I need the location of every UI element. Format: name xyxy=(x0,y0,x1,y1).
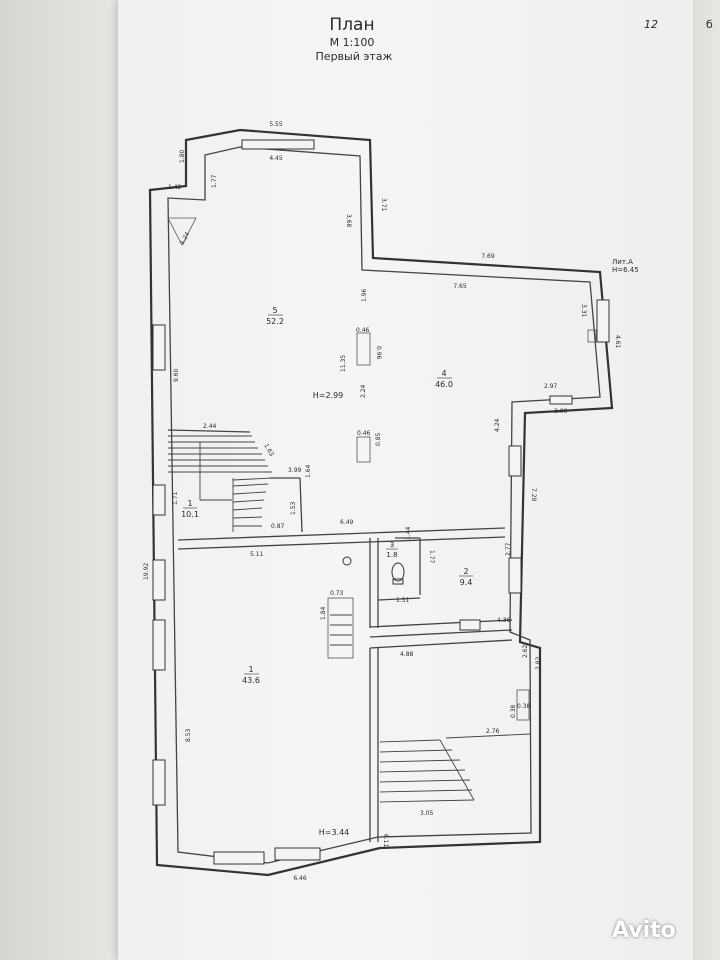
plan-scale: М 1:100 xyxy=(330,36,375,49)
dimension: 4.24 xyxy=(494,418,501,432)
dimension: 1.96 xyxy=(361,288,368,302)
dimension: 2.24 xyxy=(360,384,367,398)
dimension: 3.71 xyxy=(380,198,387,212)
dimension: 0.46 xyxy=(356,327,370,334)
dimension: 6.49 xyxy=(340,519,354,526)
dimension-labels: 5.55 4.45 1.80 1.42 1.77 1.24 3.71 3.68 … xyxy=(143,121,621,882)
dimension: 0.87 xyxy=(271,523,285,530)
dimension: 0.96 xyxy=(375,346,382,360)
room-number: 2 xyxy=(463,567,468,576)
dimension: 2.77 xyxy=(505,542,512,556)
dimension: 5.55 xyxy=(269,121,283,128)
room-area: 46.0 xyxy=(435,380,453,389)
dimension: 1.53 xyxy=(290,501,297,515)
room-area: 52.2 xyxy=(266,317,284,326)
staircase-main xyxy=(168,435,273,532)
height-lower: H=3.44 xyxy=(319,828,350,837)
dimension: 0.38 xyxy=(510,704,517,718)
room-area: 9.4 xyxy=(460,578,473,587)
dimension: 2.97 xyxy=(544,383,558,390)
dimension: 1.42 xyxy=(168,184,182,191)
room-number: 5 xyxy=(272,306,277,315)
windows xyxy=(152,139,610,865)
dimension: 7.29 xyxy=(530,488,537,502)
plan-sheet xyxy=(118,0,693,960)
lit-label: Лит.А xyxy=(612,258,633,266)
adjacent-page-left xyxy=(0,0,130,960)
dimension: 0.73 xyxy=(330,590,344,597)
dimension: 6.46 xyxy=(293,875,307,882)
plan-floor: Первый этаж xyxy=(316,50,393,63)
dimension: 2.82 xyxy=(535,656,542,670)
room-area: 10.1 xyxy=(181,510,199,519)
dimension: 19.92 xyxy=(143,563,150,580)
room-number: 4 xyxy=(441,369,446,378)
dimension: 4.36 xyxy=(497,617,511,624)
dimension: 4.88 xyxy=(400,651,414,658)
dimension: 0.85 xyxy=(375,432,382,446)
dimension: 3.31 xyxy=(580,304,587,318)
room-area: 43.6 xyxy=(242,676,260,685)
room-number: 1 xyxy=(248,665,253,674)
dimension: 5.11 xyxy=(250,551,264,558)
dimension: 1.64 xyxy=(305,464,312,478)
watermark-logo: Avito xyxy=(612,918,676,943)
dimension: 4.61 xyxy=(614,335,621,349)
dimension: 2.44 xyxy=(203,423,217,430)
toilet-fixture xyxy=(342,556,405,585)
dimension: 3.00 xyxy=(554,408,568,415)
dimension: 7.69 xyxy=(481,253,495,260)
dimension: 3.68 xyxy=(345,214,352,228)
dimension: 1.80 xyxy=(179,149,186,163)
dimension: 1.77 xyxy=(211,174,218,188)
height-total: H=6.45 xyxy=(612,266,639,274)
dimension: 6.11 xyxy=(382,834,389,848)
dimension: 1.24 xyxy=(179,231,192,246)
outer-walls xyxy=(148,128,614,877)
dimension: 1.63 xyxy=(262,443,275,458)
dimension: 1.44 xyxy=(405,526,412,540)
dimension: 7.65 xyxy=(453,283,467,290)
height-upper: H=2.99 xyxy=(313,391,344,400)
room-labels: 5 52.2 4 46.0 1 10.1 3 1.8 2 9.4 1 43.6 … xyxy=(181,258,639,837)
dimension: 3.99 xyxy=(288,467,302,474)
dimension: 2.76 xyxy=(486,728,500,735)
dimension: 2.62 xyxy=(522,644,529,658)
dimension: 4.45 xyxy=(269,155,283,162)
dimension: 1.77 xyxy=(428,550,435,564)
room-number: 3 xyxy=(390,541,394,549)
plan-title: План xyxy=(329,15,374,35)
dimension: 1.71 xyxy=(172,491,179,505)
interior-walls xyxy=(167,217,597,842)
handwritten-page-number: 12 xyxy=(644,18,658,31)
staircase-entrance xyxy=(379,733,531,803)
staircase-small xyxy=(330,614,352,646)
dimension: 11.35 xyxy=(340,355,347,372)
dimension: 9.60 xyxy=(173,368,180,382)
dimension: 0.46 xyxy=(357,430,371,437)
dimension: 8.53 xyxy=(185,728,192,742)
watermark-text: Avito xyxy=(612,918,676,943)
dimension: 0.38 xyxy=(517,703,531,710)
dimension: 1.84 xyxy=(320,606,327,620)
right-page-mark: б xyxy=(706,18,713,31)
dimension: 1.51 xyxy=(396,597,410,604)
room-number: 1 xyxy=(187,499,192,508)
room-area: 1.8 xyxy=(386,551,397,559)
dimension: 3.05 xyxy=(420,810,434,817)
